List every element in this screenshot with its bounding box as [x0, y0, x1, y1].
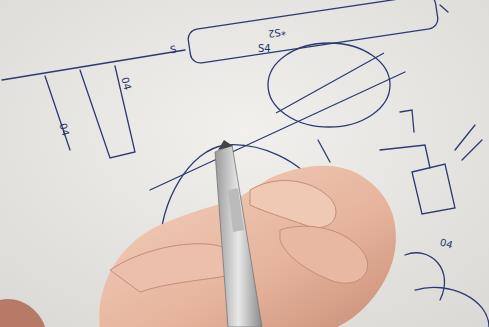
hand	[0, 166, 396, 327]
small-box	[412, 164, 455, 214]
node-label: *S2	[267, 26, 286, 39]
edge-strokes	[455, 125, 482, 160]
long-diagonal	[150, 72, 405, 190]
pen-body	[215, 145, 262, 327]
sketch-box: *S2	[187, 0, 439, 64]
ellipse-outline	[268, 43, 390, 127]
ink-lines	[2, 5, 489, 327]
tick-line	[318, 140, 330, 162]
arc-right	[405, 253, 445, 300]
arc-corner	[415, 287, 489, 327]
sketch-label: 04	[439, 237, 454, 251]
other-hand	[0, 299, 45, 327]
pen-tip	[218, 140, 233, 150]
finger	[280, 226, 368, 283]
ellipse-node: S4	[268, 43, 390, 127]
sketch-label: 04	[119, 76, 133, 91]
bracket	[400, 110, 414, 132]
ellipse-shape	[268, 43, 390, 127]
sketch-label: 04	[57, 122, 71, 137]
wall-line	[45, 76, 70, 150]
finger	[250, 181, 336, 228]
narrow-rect	[80, 66, 135, 158]
top-line	[2, 50, 185, 80]
pen-clip	[228, 188, 244, 232]
right-line	[380, 145, 430, 168]
node-label: S4	[258, 43, 271, 54]
mark	[440, 5, 448, 12]
ellipse-chord	[276, 53, 384, 113]
sketch-label: S	[169, 44, 177, 56]
box-outline	[187, 0, 439, 64]
pen	[215, 140, 262, 327]
box-shape	[187, 0, 439, 64]
